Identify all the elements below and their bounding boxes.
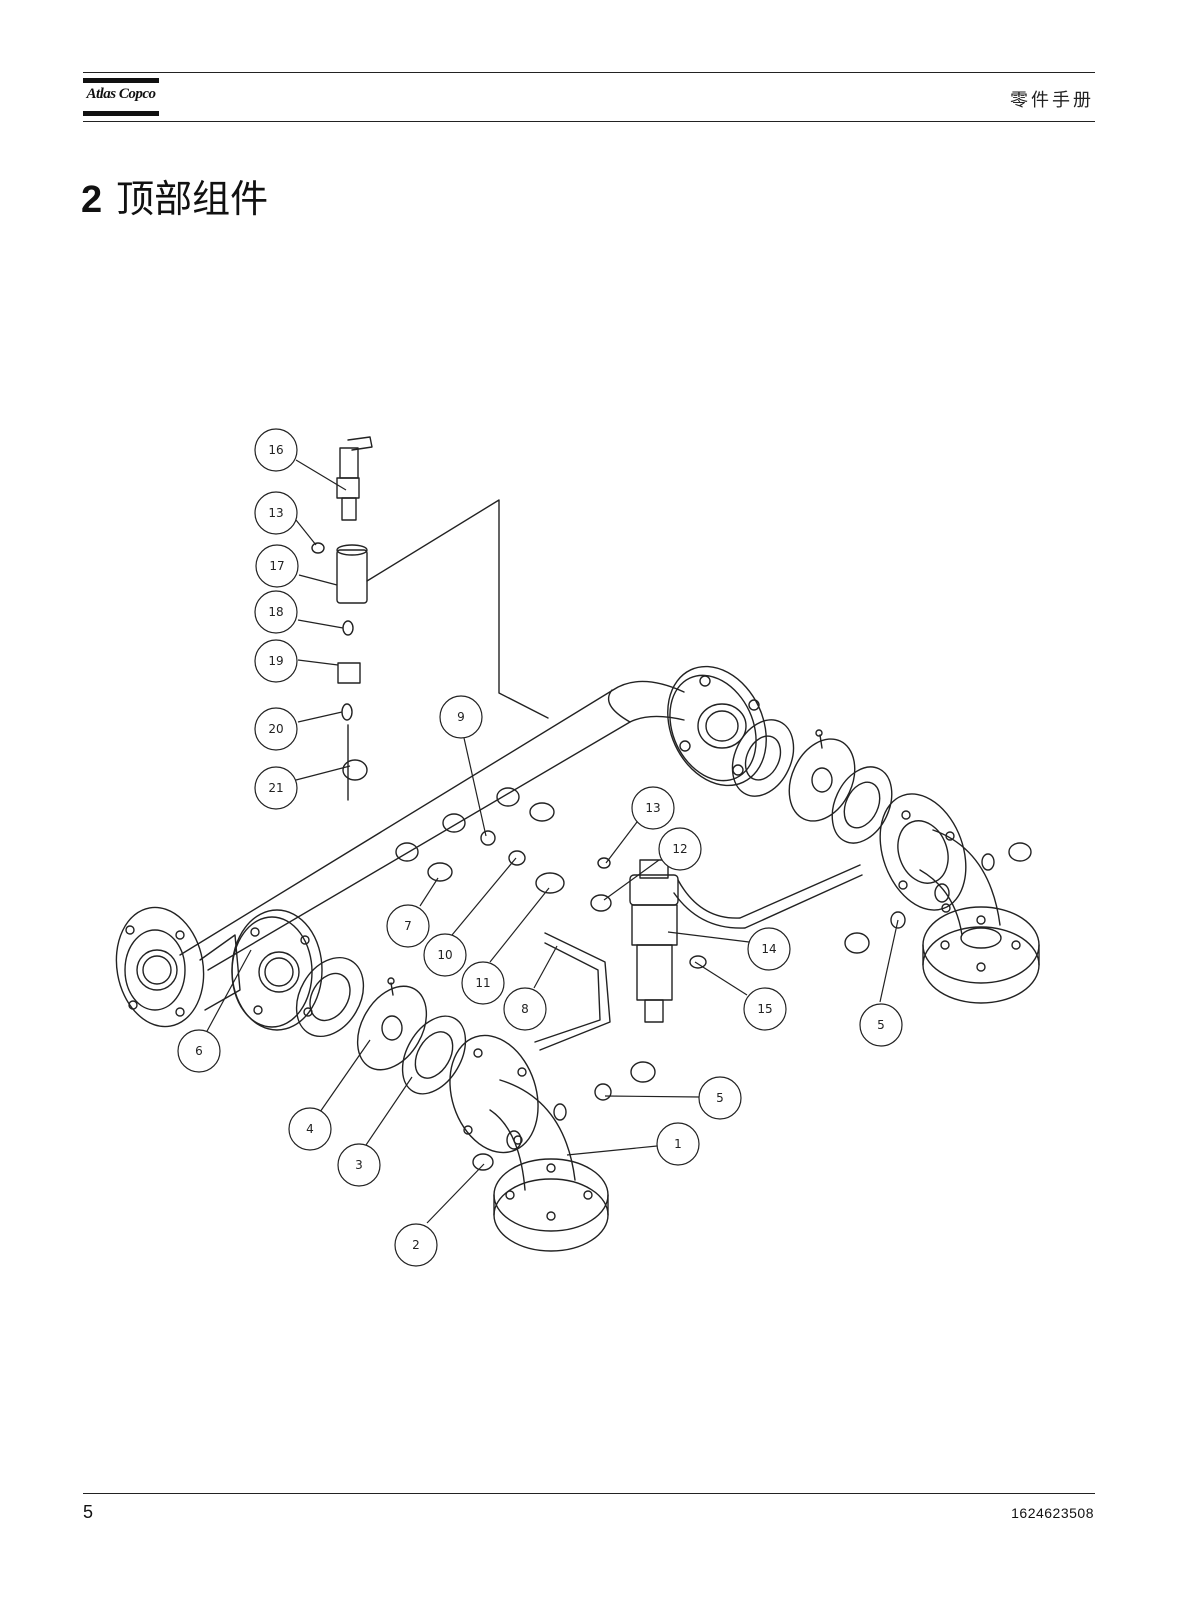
callout-label: 13	[645, 801, 660, 815]
document-number: 1624623508	[1011, 1505, 1094, 1521]
callout-label: 15	[757, 1002, 772, 1016]
callout-2	[394, 1223, 438, 1267]
atlas-copco-logo: Atlas Copco	[83, 77, 159, 117]
callout-label: 12	[672, 842, 687, 856]
callout-label: 11	[475, 976, 490, 990]
callout-label: 6	[195, 1044, 203, 1058]
header-bottom-rule	[83, 121, 1095, 122]
callout-5-bottom	[698, 1076, 742, 1120]
callout-10	[423, 933, 467, 977]
callout-5-right	[859, 1003, 903, 1047]
callout-label: 9	[457, 710, 465, 724]
callout-17	[255, 544, 299, 588]
callout-label: 10	[437, 948, 452, 962]
section-name: 顶部组件	[116, 177, 269, 221]
callout-label: 5	[877, 1018, 885, 1032]
callout-label: 21	[268, 781, 283, 795]
callout-11	[461, 961, 505, 1005]
callout-7	[386, 904, 430, 948]
callout-19	[254, 639, 298, 683]
callout-14	[747, 927, 791, 971]
callout-4	[288, 1107, 332, 1151]
callout-label: 20	[268, 722, 283, 736]
callout-3	[337, 1143, 381, 1187]
callout-12	[658, 827, 702, 871]
callout-label: 1	[674, 1137, 682, 1151]
callout-label: 13	[268, 506, 283, 520]
callout-label: 16	[268, 443, 283, 457]
callout-label: 2	[412, 1238, 420, 1252]
callout-label: 3	[355, 1158, 363, 1172]
footer-rule	[83, 1493, 1095, 1494]
section-number: 2	[81, 179, 103, 221]
callout-1	[656, 1122, 700, 1166]
callout-18	[254, 590, 298, 634]
callout-label: 14	[761, 942, 776, 956]
section-title: 2 顶部组件	[81, 168, 268, 223]
manual-title: 零件手册	[1010, 90, 1094, 111]
callout-15	[743, 987, 787, 1031]
header-top-rule	[83, 72, 1095, 73]
callout-21	[254, 766, 298, 810]
callout-6	[177, 1029, 221, 1073]
callout-9	[439, 695, 483, 739]
callout-8	[503, 987, 547, 1031]
callout-16	[254, 428, 298, 472]
callout-label: 7	[404, 919, 412, 933]
callout-label: 18	[268, 605, 283, 619]
callout-13-right	[631, 786, 675, 830]
callout-label: 4	[306, 1122, 314, 1136]
callout-label: 19	[268, 654, 283, 668]
callout-label: 17	[269, 559, 284, 573]
callout-13-top	[254, 491, 298, 535]
callout-label: 8	[521, 1002, 529, 1016]
callout-label: 5	[716, 1091, 724, 1105]
page-number: 5	[83, 1502, 94, 1522]
callout-20	[254, 707, 298, 751]
